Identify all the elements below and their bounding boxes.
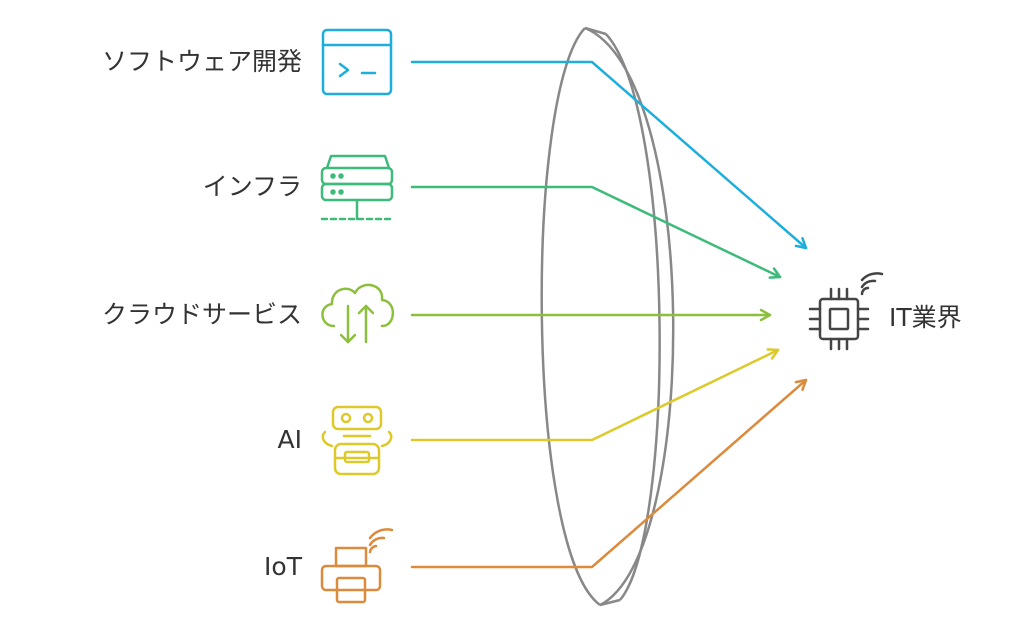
- source-label-ai: AI: [277, 425, 302, 454]
- source-label-infra: インフラ: [202, 172, 302, 201]
- wireless-printer-icon: [320, 528, 394, 604]
- target-label: IT業界: [889, 303, 962, 332]
- source-label-software: ソフトウェア開発: [101, 47, 302, 76]
- connector-ai: [410, 348, 780, 442]
- cloud-transfer-icon: [321, 283, 395, 344]
- connector-infra: [410, 185, 782, 279]
- connector-iot: [410, 378, 808, 569]
- source-label-cloud: クラウドサービス: [101, 300, 302, 329]
- lens-inner-rim: [605, 33, 661, 601]
- robot-icon: [321, 405, 393, 476]
- connectors: [410, 60, 808, 569]
- connector-software: [410, 60, 808, 250]
- lens-top-join: [584, 26, 607, 36]
- source-label-iot: IoT: [264, 552, 302, 581]
- terminal-window-icon: [321, 28, 393, 96]
- cpu-signal-icon: [808, 272, 884, 351]
- lens-front-edge: [540, 27, 601, 607]
- server-rack-icon: [320, 154, 394, 221]
- lens-bottom-join: [599, 598, 621, 607]
